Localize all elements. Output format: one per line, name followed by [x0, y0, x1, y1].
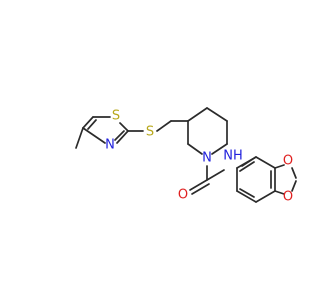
bond-c-o-1	[189, 179, 208, 191]
bond-s1-c2	[119, 122, 129, 132]
bond-methyl	[75, 127, 84, 149]
thiazole-ring	[75, 116, 129, 149]
bond-pip-4	[211, 143, 228, 155]
bond-o1-ch2	[291, 167, 297, 179]
bond-ar-1	[255, 156, 276, 169]
structure-svg: S N S N O NH O O	[75, 107, 297, 205]
atom-dioxole-o2: O	[283, 190, 293, 205]
bond-ar-o2	[274, 190, 285, 195]
piperidine-ring	[187, 107, 228, 155]
bond-ar-4-inner	[239, 188, 255, 198]
bond-ch2-o2	[291, 180, 297, 192]
bond-c-nh	[206, 169, 225, 181]
bond-pip-5	[187, 143, 203, 155]
atom-dioxole-o1: O	[283, 154, 293, 169]
bond-ar-6-inner	[239, 161, 255, 172]
atom-thiazole-s: S	[112, 109, 120, 124]
bond-c-o-2	[191, 183, 210, 195]
bond-ar-4	[236, 190, 257, 203]
bond-ar-o1	[274, 164, 285, 169]
bond-pip-1	[187, 107, 208, 122]
atom-thiazole-n: N	[105, 138, 115, 153]
bond-c4-c5-double	[87, 119, 97, 130]
atom-labels: S N S N O NH O O	[105, 109, 293, 205]
bond-pip-2	[206, 107, 228, 122]
molecule-diagram: S N S N O NH O O	[75, 107, 297, 205]
atom-thioether-s: S	[146, 125, 154, 140]
bond-c2-n3-double	[114, 130, 125, 141]
bond-n3-c4	[82, 127, 106, 144]
atom-carbonyl-o: O	[178, 188, 188, 203]
bond-s-ch2	[156, 120, 172, 132]
bond-c2-n3	[116, 130, 129, 144]
bond-c4-c5	[82, 116, 94, 129]
benzodioxole	[236, 156, 297, 203]
atom-piperidine-n: N	[202, 151, 212, 166]
atom-amide-nh: NH	[223, 149, 243, 164]
bond-ar-6	[236, 156, 257, 169]
bond-ar-3	[255, 190, 276, 203]
thioether-linker	[127, 120, 189, 132]
